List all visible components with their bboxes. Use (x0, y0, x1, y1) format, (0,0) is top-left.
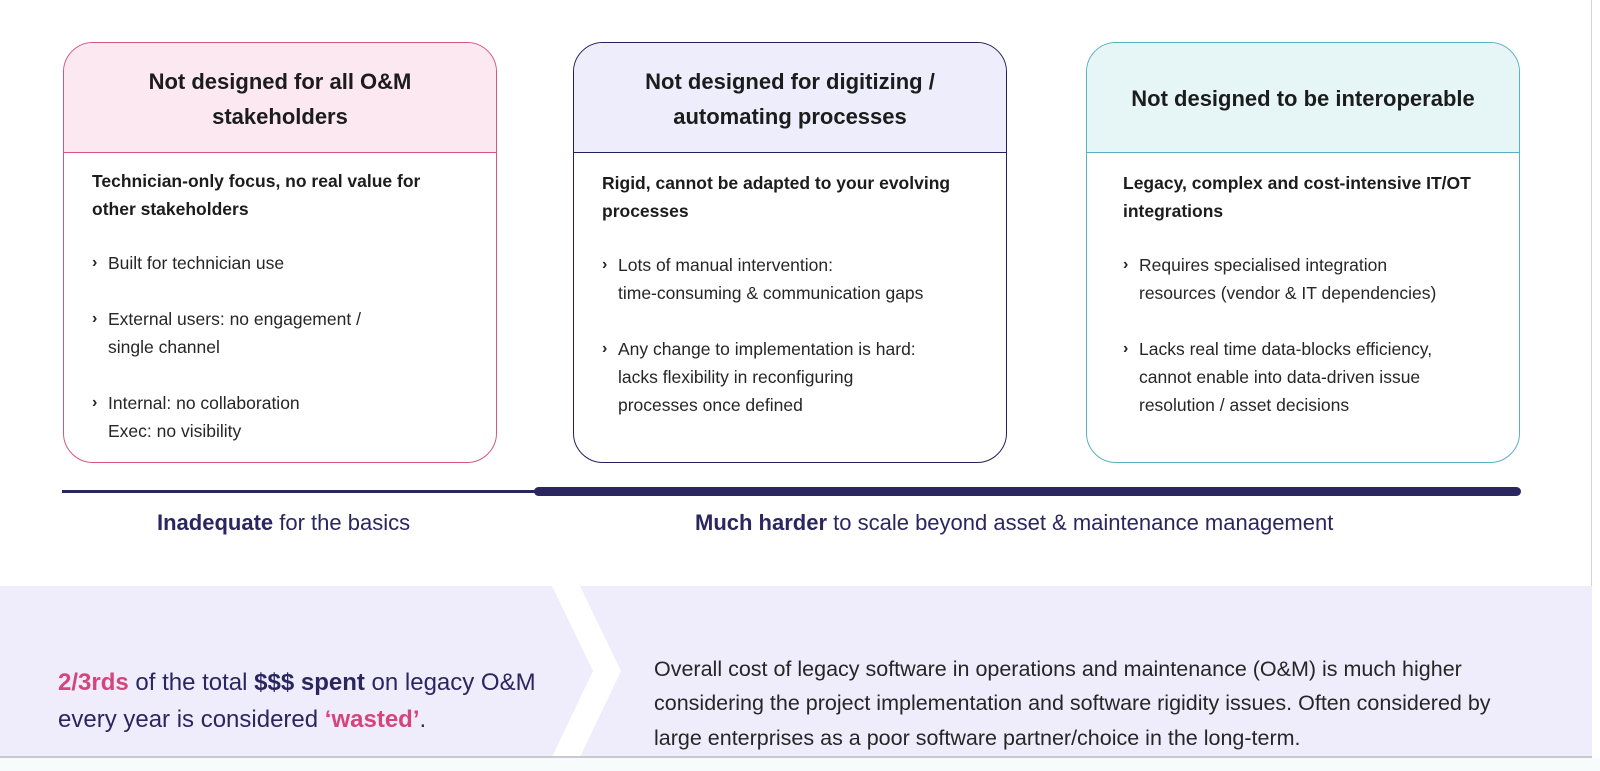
highlight-fraction: 2/3rds (58, 669, 129, 696)
bullet-item: › Internal: no collaboration Exec: no vi… (92, 389, 468, 445)
bullet-item: › External users: no engagement / single… (92, 305, 468, 361)
page-footer-strip (0, 758, 1600, 771)
bullet-item: › Built for technician use (92, 249, 468, 277)
summary-waste-statement: 2/3rds of the total $$$ spent on legacy … (58, 664, 558, 738)
card-header: Not designed for all O&M stakeholders (64, 43, 496, 153)
chevron-right-icon: › (1123, 256, 1129, 273)
card-title: Not designed for digitizing / automating… (645, 68, 935, 129)
card-header: Not designed for digitizing / automating… (574, 43, 1006, 153)
chevron-right-icon: › (602, 340, 608, 357)
timeline-segment-scale (534, 487, 1521, 496)
card-interoperability: Not designed to be interoperable Legacy,… (1086, 42, 1520, 463)
timeline-segment-basics (62, 490, 540, 493)
bullet-item: › Lacks real time data-blocks efficiency… (1123, 335, 1491, 419)
card-subtitle: Technician-only focus, no real value for… (92, 171, 421, 219)
chevron-right-icon: › (92, 254, 98, 271)
timeline-label-bold: Much harder (695, 510, 828, 535)
card-subtitle: Rigid, cannot be adapted to your evolvin… (602, 173, 951, 221)
bullet-text: Built for technician use (108, 253, 285, 273)
statement-text: on legacy O&M every year is considered (58, 669, 536, 733)
timeline-label-rest: for the basics (273, 510, 411, 535)
bullet-item: › Requires specialised integration resou… (1123, 251, 1491, 307)
card-stakeholders: Not designed for all O&M stakeholders Te… (63, 42, 497, 463)
band-divider (0, 756, 1592, 758)
summary-cost-statement: Overall cost of legacy software in opera… (654, 656, 1491, 750)
bullet-text: Any change to implementation is hard: la… (618, 339, 916, 415)
bullet-text: Requires specialised integration resourc… (1139, 255, 1437, 303)
bullet-text: External users: no engagement / single c… (108, 309, 361, 357)
chevron-right-icon: › (92, 394, 98, 411)
timeline-label-bold: Inadequate (157, 510, 274, 535)
summary-band (0, 586, 1592, 757)
card-body: Rigid, cannot be adapted to your evolvin… (574, 153, 1006, 419)
chevron-right-icon: › (1123, 340, 1129, 357)
bullet-text: Lots of manual intervention: time-consum… (618, 255, 924, 303)
card-body: Legacy, complex and cost-intensive IT/OT… (1087, 153, 1519, 419)
chevron-right-icon: › (92, 310, 98, 327)
summary-right-notch-shape (580, 586, 1592, 757)
card-subtitle: Legacy, complex and cost-intensive IT/OT… (1123, 173, 1471, 221)
bullet-text: Lacks real time data-blocks efficiency, … (1139, 339, 1433, 415)
card-header: Not designed to be interoperable (1087, 43, 1519, 153)
highlight-spend: $$$ spent (254, 669, 365, 696)
summary-left-arrow-shape (0, 586, 593, 757)
bullet-item: › Lots of manual intervention: time-cons… (602, 251, 978, 307)
bullet-item: › Any change to implementation is hard: … (602, 335, 978, 419)
card-title: Not designed to be interoperable (1131, 86, 1475, 111)
chevron-right-icon: › (602, 256, 608, 273)
bullet-text: Internal: no collaboration Exec: no visi… (108, 393, 300, 441)
statement-text: of the total (128, 669, 255, 696)
timeline-label-basics: Inadequate for the basics (157, 510, 410, 536)
card-body: Technician-only focus, no real value for… (64, 153, 496, 445)
statement-text: . (419, 706, 427, 733)
summary-band-shapes (0, 586, 1592, 757)
card-processes: Not designed for digitizing / automating… (573, 42, 1007, 463)
highlight-wasted: ‘wasted’ (324, 706, 420, 733)
page-edge (1591, 0, 1592, 757)
card-title: Not designed for all O&M stakeholders (148, 68, 412, 129)
timeline-label-rest: to scale beyond asset & maintenance mana… (827, 510, 1334, 535)
timeline-label-scale: Much harder to scale beyond asset & main… (695, 510, 1333, 536)
